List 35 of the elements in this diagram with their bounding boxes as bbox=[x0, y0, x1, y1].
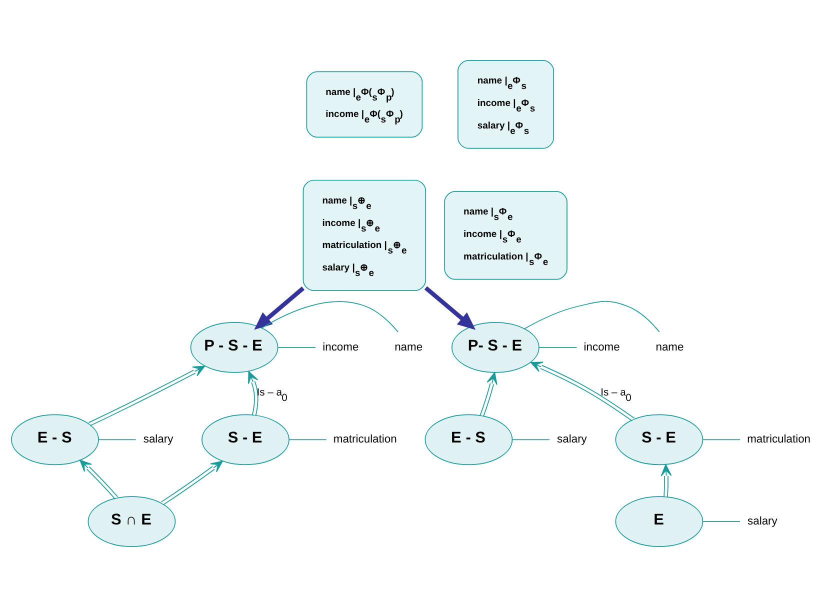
node-text: salary bbox=[143, 434, 174, 446]
connector bbox=[538, 347, 578, 348]
node-ellipse: E - S bbox=[11, 414, 99, 466]
connector bbox=[524, 300, 660, 332]
node-text: salary bbox=[557, 434, 587, 446]
node-text: income bbox=[322, 341, 359, 354]
arrow bbox=[80, 460, 118, 500]
connector bbox=[512, 439, 550, 440]
arrow bbox=[88, 366, 206, 426]
arrow bbox=[530, 362, 635, 422]
node-ellipse: S - E bbox=[615, 414, 704, 466]
connector bbox=[261, 301, 398, 332]
node-text: income bbox=[584, 341, 620, 354]
node-text: matriculation bbox=[333, 434, 397, 446]
node-ellipse: E - S bbox=[424, 414, 513, 466]
arrow bbox=[480, 372, 498, 417]
node-ellipse: P- S - E bbox=[451, 322, 540, 373]
arrow bbox=[254, 286, 305, 330]
connector bbox=[702, 439, 741, 440]
node-text: salary bbox=[748, 515, 778, 528]
connector bbox=[702, 521, 740, 522]
connector bbox=[278, 347, 316, 348]
arrow bbox=[424, 286, 476, 330]
node-text: name bbox=[656, 341, 684, 354]
node-ellipse: S - E bbox=[202, 414, 290, 466]
node-text: matriculation bbox=[747, 434, 811, 446]
connector bbox=[288, 439, 327, 440]
node-ellipse: S ∩ E bbox=[88, 496, 176, 547]
arrow bbox=[660, 464, 672, 498]
connector bbox=[98, 439, 136, 440]
node-ellipse: P - S - E bbox=[190, 322, 278, 373]
node-text: name bbox=[394, 341, 423, 354]
arrow bbox=[160, 460, 223, 506]
arrow bbox=[248, 371, 258, 416]
node-ellipse: E bbox=[615, 496, 704, 547]
